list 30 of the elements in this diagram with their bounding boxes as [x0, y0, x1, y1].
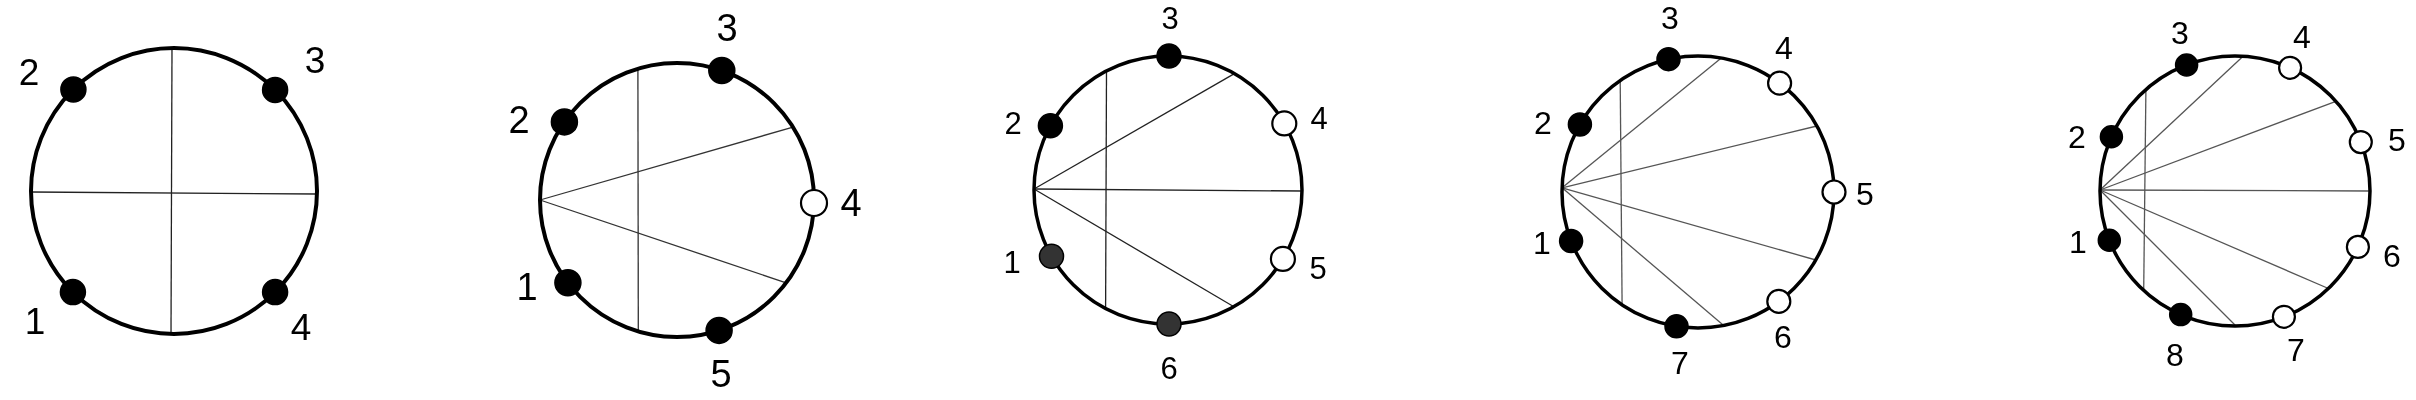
callout-number: 7	[2287, 334, 2305, 366]
callout-number: 4	[840, 184, 862, 222]
callout-number: 6	[1774, 321, 1792, 353]
callout-number: 1	[1003, 246, 1021, 278]
callout-number: 1	[516, 268, 538, 306]
callout-number: 3	[716, 9, 738, 47]
callout-number: 2	[1004, 107, 1022, 139]
callout-number: 7	[1671, 347, 1689, 379]
callout-number: 4	[1310, 102, 1328, 134]
callout-number: 3	[1661, 2, 1679, 34]
callout-number: 4	[1775, 32, 1793, 64]
callout-number: 2	[2068, 121, 2086, 153]
callout-number: 1	[1533, 227, 1551, 259]
callout-number: 1	[24, 302, 46, 340]
callout-number: 2	[1534, 107, 1552, 139]
callout-number: 2	[508, 101, 530, 139]
callout-number: 3	[304, 41, 326, 79]
callout-number: 2	[18, 53, 40, 91]
callout-number: 6	[1160, 352, 1178, 384]
callout-number: 3	[1161, 2, 1179, 34]
callout-number: 5	[1309, 252, 1327, 284]
callout-number: 3	[2171, 17, 2189, 49]
callout-number: 5	[710, 355, 732, 393]
callout-number: 5	[2388, 124, 2406, 156]
callout-number: 1	[2069, 226, 2087, 258]
callout-number: 4	[290, 308, 312, 346]
callout-number: 5	[1856, 178, 1874, 210]
callout-number: 6	[2383, 240, 2401, 272]
callout-number: 4	[2293, 21, 2311, 53]
callout-number: 8	[2166, 339, 2184, 371]
